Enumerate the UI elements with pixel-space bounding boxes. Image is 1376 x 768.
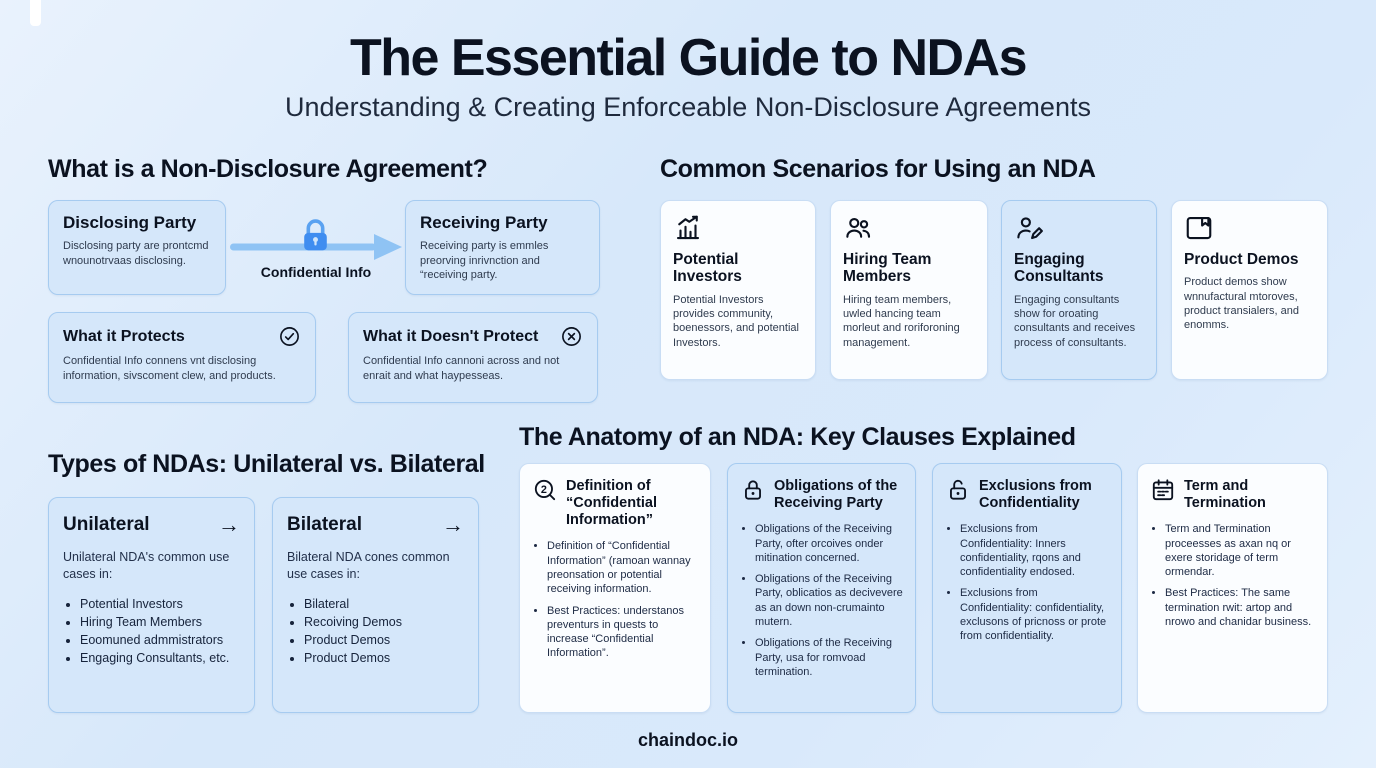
section-heading-types-of-ndas: Types of NDAs: Unilateral vs. Bilateral (48, 450, 485, 478)
what-it-protects-title: What it Protects (63, 327, 185, 345)
scenario-body: Engaging consultants show for oroating c… (1014, 293, 1136, 349)
list-item: Bilateral (304, 595, 464, 613)
list-item: Product Demos (304, 631, 464, 649)
what-it-protects-box: What it Protects Confidential Info conne… (48, 312, 316, 403)
chart-growth-icon (673, 213, 703, 243)
confidential-flow-arrow-icon (230, 234, 402, 260)
svg-text:2: 2 (541, 484, 547, 496)
scenario-title: Product Demos (1184, 251, 1299, 268)
browser-bookmark-icon (1184, 213, 1214, 243)
receiving-party-box: Receiving Party Receiving party is emmle… (405, 200, 600, 295)
section-heading-what-is-nda: What is a Non-Disclosure Agreement? (48, 155, 488, 183)
arrow-right-icon (218, 512, 240, 538)
list-item: Engaging Consultants, etc. (80, 649, 240, 667)
confidential-info-label: Confidential Info (260, 264, 372, 280)
disclosing-party-body: Disclosing party are prontcmd wnounotrva… (63, 240, 209, 267)
receiving-party-body: Receiving party is emmles preorving inri… (420, 240, 549, 282)
anatomy-card-exclusions: Exclusions from Confidentiality Exclusio… (932, 463, 1122, 713)
what-it-doesnt-protect-title: What it Doesn't Protect (363, 327, 539, 345)
people-icon (843, 213, 873, 243)
scenario-card-product-demos: Product Demos Product demos show wnnufac… (1171, 200, 1328, 380)
bullet-item: Best Practices: The same termination rwi… (1165, 586, 1315, 629)
anatomy-card-obligations: Obligations of the Receiving Party Oblig… (727, 463, 916, 713)
section-heading-common-scenarios: Common Scenarios for Using an NDA (660, 155, 1096, 183)
anatomy-bullets: Term and Termination proceesses as axan … (1150, 522, 1315, 629)
list-item: Hiring Team Members (80, 613, 240, 631)
consultant-pencil-icon (1014, 213, 1044, 243)
scenario-card-hiring-team-members: Hiring Team Members Hiring team members,… (830, 200, 988, 380)
anatomy-card-title: Definition of “Confidential Information” (566, 478, 658, 529)
arrow-right-icon (442, 512, 464, 538)
bullet-item: Definition of “Confidential Information”… (547, 539, 698, 596)
bilateral-title: Bilateral (287, 514, 362, 535)
anatomy-card-title: Exclusions from Confidentiality (979, 478, 1092, 512)
page-title: The Essential Guide to NDAs (349, 29, 1028, 87)
scenario-card-potential-investors: Potential Investors Potential Investors … (660, 200, 816, 380)
bullet-item: Best Practices: understanos preventurs i… (547, 604, 698, 661)
anatomy-card-definition: 2 Definition of “Confidential Informatio… (519, 463, 711, 713)
anatomy-bullets: Obligations of the Receiving Party, ofte… (740, 522, 903, 679)
lock-icon (299, 217, 332, 256)
disclosing-party-title: Disclosing Party (63, 213, 197, 232)
scenario-title: Hiring Team Members (843, 251, 932, 286)
bullet-item: Obligations of the Receiving Party, usa … (755, 636, 903, 679)
unilateral-box: Unilateral Unilateral NDA's common use c… (48, 497, 255, 713)
list-item: Potential Investors (80, 595, 240, 613)
brand-footer: chaindoc.io (637, 730, 738, 750)
unilateral-intro: Unilateral NDA's common use cases in: (63, 550, 230, 581)
lock-icon (740, 477, 766, 503)
check-circle-icon (278, 325, 301, 348)
disclosing-party-box: Disclosing Party Disclosing party are pr… (48, 200, 226, 295)
anatomy-bullets: Exclusions from Confidentiality: Inners … (945, 522, 1109, 643)
scenario-body: Potential Investors provides community, … (673, 293, 799, 349)
section-heading-anatomy: The Anatomy of an NDA: Key Clauses Expla… (519, 423, 1076, 451)
anatomy-bullets: Definition of “Confidential Information”… (532, 539, 698, 660)
what-it-protects-body: Confidential Info connens vnt disclosing… (63, 355, 276, 382)
list-item: Product Demos (304, 649, 464, 667)
scenario-title: Engaging Consultants (1014, 251, 1104, 286)
anatomy-card-title: Obligations of the Receiving Party (774, 478, 898, 512)
definition-magnifier-icon: 2 (532, 477, 558, 503)
decorative-strip (30, 0, 41, 26)
bullet-item: Obligations of the Receiving Party, ofte… (755, 522, 903, 565)
unilateral-title: Unilateral (63, 514, 150, 535)
bilateral-intro: Bilateral NDA cones common use cases in: (287, 550, 450, 581)
bullet-item: Exclusions from Confidentiality: confide… (960, 586, 1109, 643)
x-circle-icon (560, 325, 583, 348)
list-item: Recoiving Demos (304, 613, 464, 631)
bilateral-box: Bilateral Bilateral NDA cones common use… (272, 497, 479, 713)
receiving-party-title: Receiving Party (420, 213, 548, 232)
scenario-card-engaging-consultants: Engaging Consultants Engaging consultant… (1001, 200, 1157, 380)
anatomy-card-term-termination: Term and Termination Term and Terminatio… (1137, 463, 1328, 713)
what-it-doesnt-protect-box: What it Doesn't Protect Confidential Inf… (348, 312, 598, 403)
bullet-item: Exclusions from Confidentiality: Inners … (960, 522, 1109, 579)
page-subtitle: Understanding & Creating Enforceable Non… (285, 92, 1091, 122)
anatomy-card-title: Term and Termination (1184, 478, 1266, 512)
lock-open-icon (945, 477, 971, 503)
list-item: Eoomuned admmistrators (80, 631, 240, 649)
scenario-body: Product demos show wnnufactural mtoroves… (1184, 276, 1299, 332)
calendar-icon (1150, 477, 1176, 503)
bilateral-list: Bilateral Recoiving Demos Product Demos … (287, 595, 464, 668)
bullet-item: Term and Termination proceesses as axan … (1165, 522, 1315, 579)
what-it-doesnt-protect-body: Confidential Info cannoni across and not… (363, 355, 560, 382)
scenario-body: Hiring team members, uwled hancing team … (843, 293, 960, 349)
unilateral-list: Potential Investors Hiring Team Members … (63, 595, 240, 668)
bullet-item: Obligations of the Receiving Party, obli… (755, 572, 903, 629)
scenario-title: Potential Investors (673, 251, 742, 286)
